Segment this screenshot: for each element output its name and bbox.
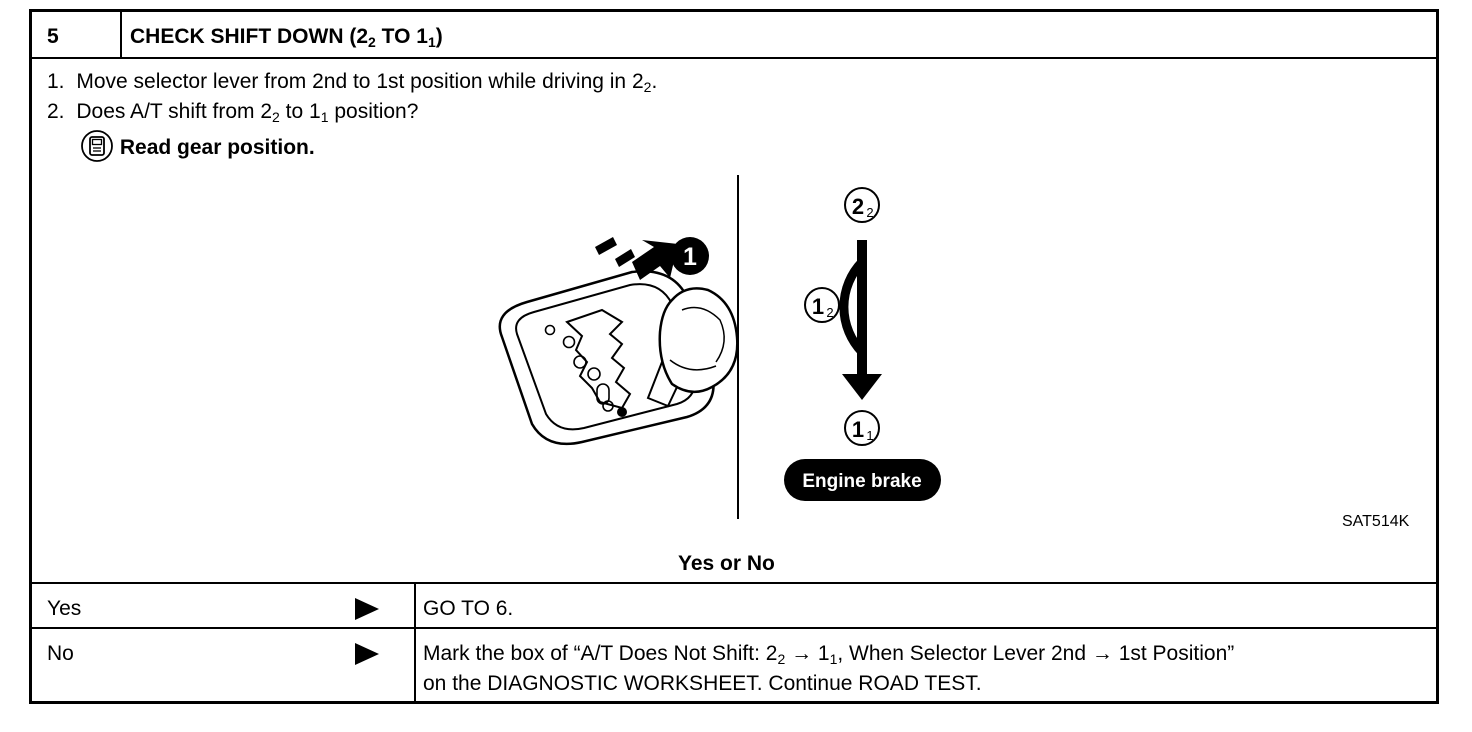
read-gear-position: Read gear position. — [80, 130, 315, 162]
node-2-2: 2 — [852, 194, 864, 219]
figure-code: SAT514K — [1342, 513, 1410, 530]
action-no-line2: on the DIAGNOSTIC WORKSHEET. Continue RO… — [423, 672, 982, 695]
answer-yes: Yes — [47, 597, 82, 620]
node-1-1: 1 — [852, 417, 864, 442]
results-middle-rule — [32, 627, 1436, 629]
node-1-2: 1 — [812, 294, 824, 319]
shift-diagram: 2 2 1 2 1 1 Engine brake — [784, 187, 941, 501]
svg-text:1: 1 — [866, 428, 873, 443]
results-top-rule — [32, 582, 1436, 584]
answer-no: No — [47, 642, 74, 665]
results-divider — [414, 582, 416, 704]
data-monitor-icon — [81, 130, 113, 162]
arrow-no-icon — [355, 643, 379, 665]
action-no: Mark the box of “A/T Does Not Shift: 22 … — [423, 642, 1235, 667]
shift-illustration: 1 2 2 1 2 1 1 Engine brake — [498, 175, 941, 519]
instruction-2: 2. Does A/T shift from 22 to 11 position… — [47, 100, 419, 125]
selector-lever-drawing: 1 — [498, 237, 739, 446]
action-yes: GO TO 6. — [423, 597, 514, 620]
svg-text:2: 2 — [826, 305, 833, 320]
header-bottom-rule — [32, 57, 1436, 59]
arrow-yes-icon — [355, 598, 379, 620]
instruction-1: 1. Move selector lever from 2nd to 1st p… — [47, 70, 658, 95]
step-title: CHECK SHIFT DOWN (22 TO 11) — [130, 25, 443, 50]
engine-brake-label: Engine brake — [802, 471, 921, 492]
step-badge-1: 1 — [683, 243, 697, 271]
header-divider — [120, 12, 122, 58]
step-number: 5 — [47, 25, 59, 48]
question-yes-or-no: Yes or No — [678, 552, 775, 575]
svg-text:2: 2 — [866, 205, 873, 220]
diagnostic-step-table: 5 CHECK SHIFT DOWN (22 TO 11) 1. Move se… — [29, 9, 1439, 704]
